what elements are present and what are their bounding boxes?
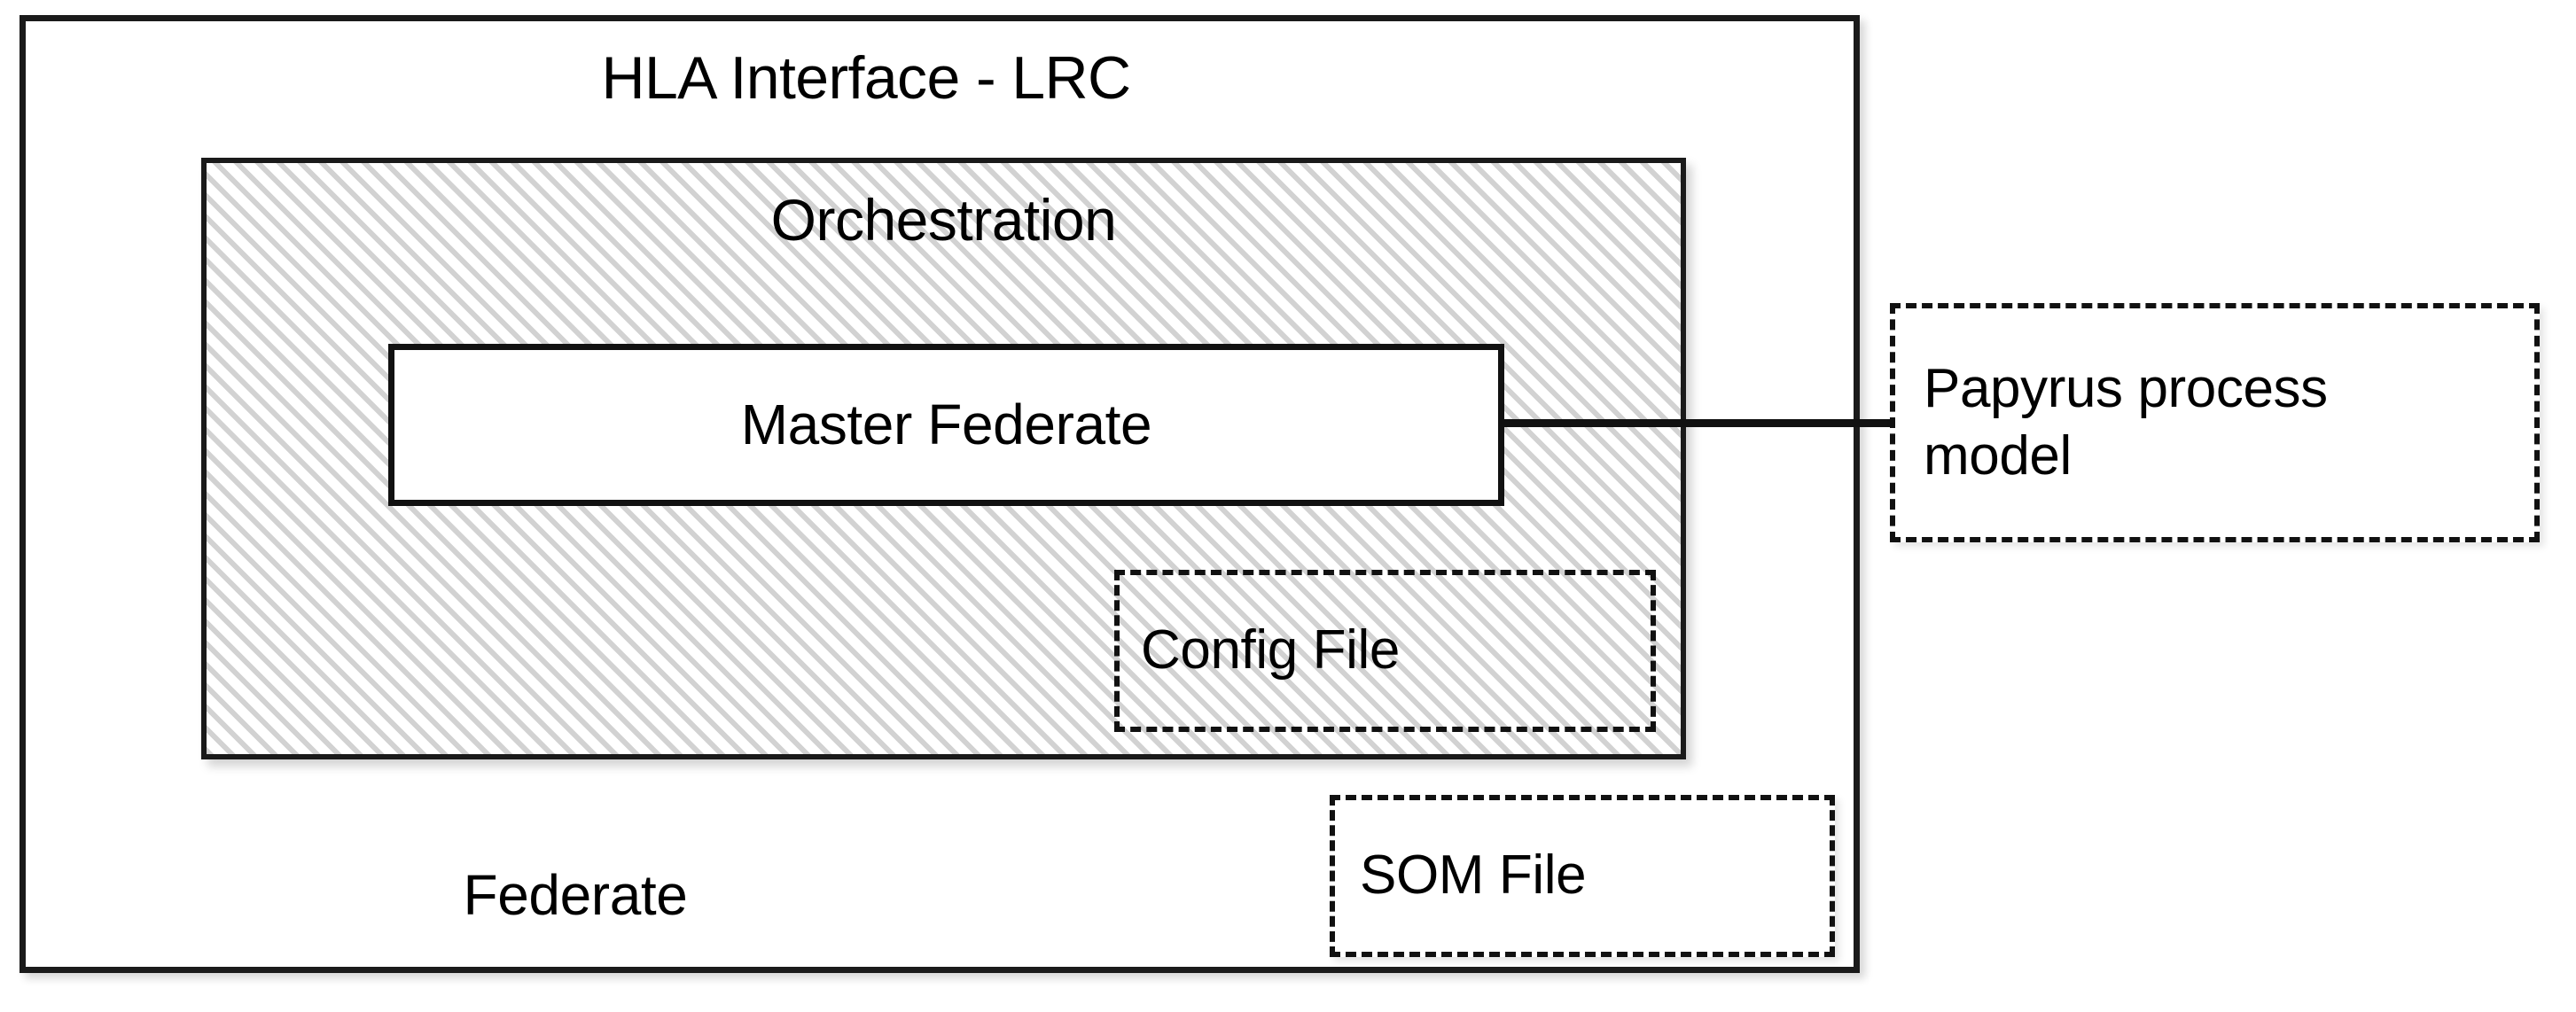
orchestration-label: Orchestration [770, 187, 1117, 253]
papyrus-process-model-node: Papyrus process model [1890, 303, 2540, 542]
config-file-label: Config File [1141, 619, 1400, 681]
page-title: HLA Interface - LRC [601, 44, 1131, 112]
som-file-label: SOM File [1360, 845, 1587, 907]
connector-master-federate-to-papyrus [1502, 419, 1892, 427]
master-federate-label: Master Federate [740, 393, 1152, 457]
config-file-node: Config File [1114, 570, 1656, 732]
som-file-node: SOM File [1330, 795, 1835, 957]
master-federate-node: Master Federate [388, 344, 1504, 506]
papyrus-process-model-label: Papyrus process model [1924, 358, 2328, 487]
federate-label: Federate [463, 863, 688, 927]
